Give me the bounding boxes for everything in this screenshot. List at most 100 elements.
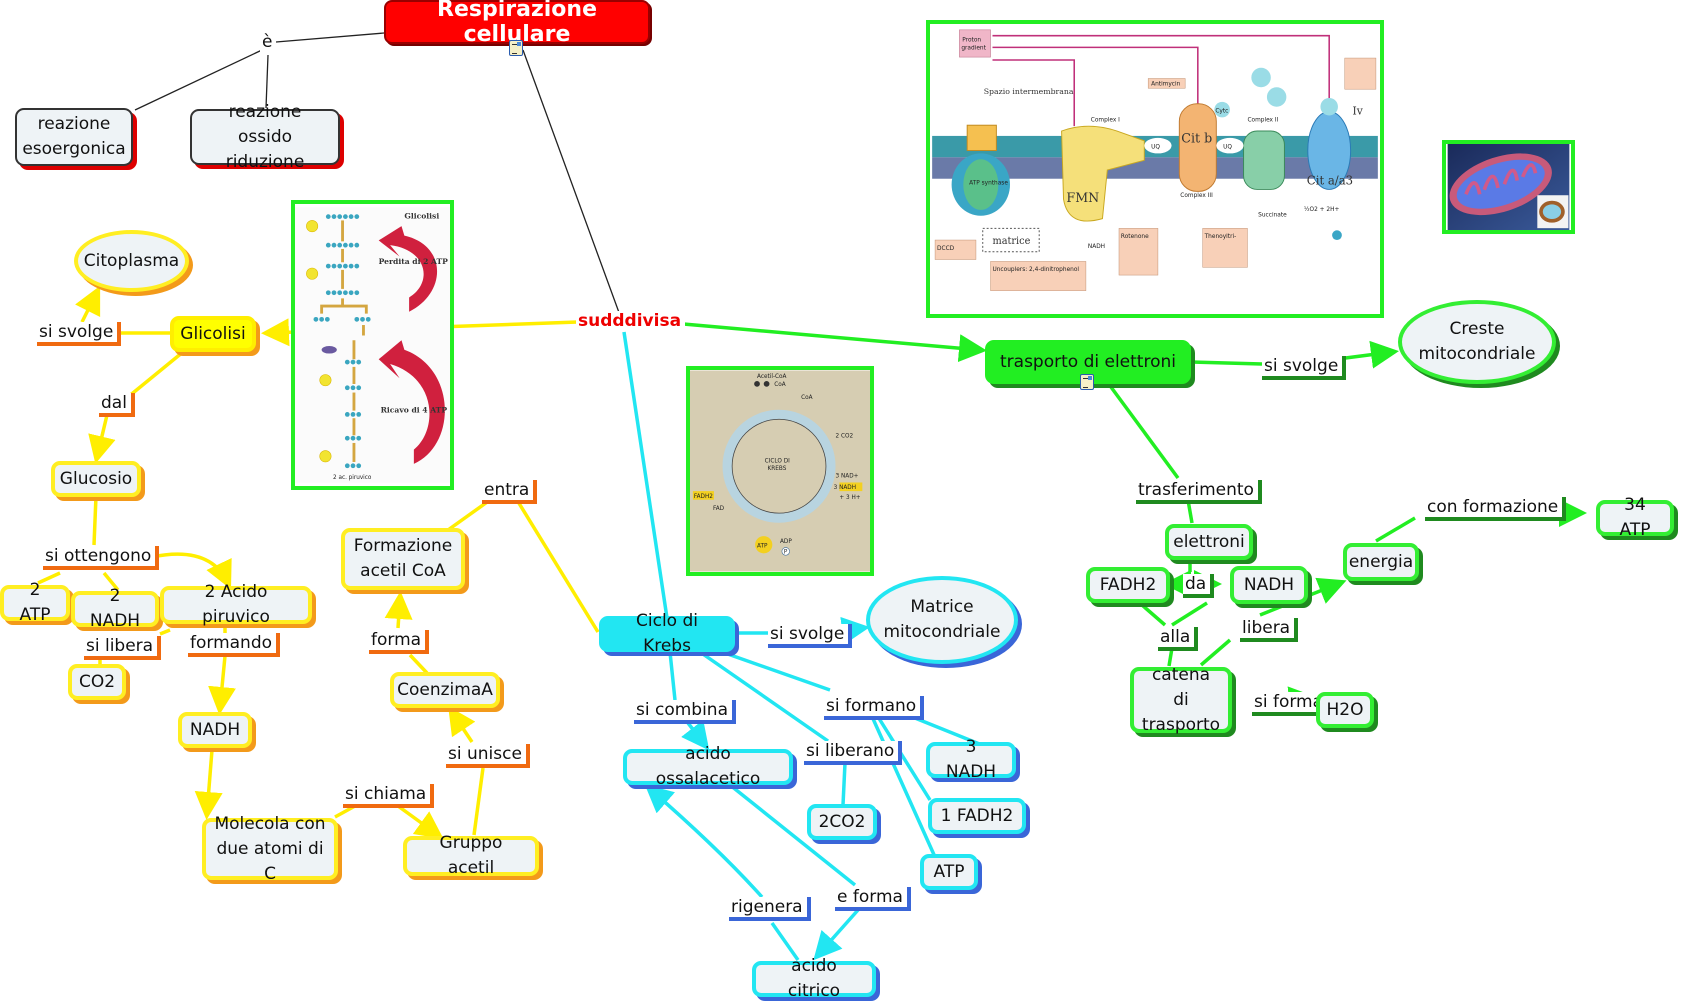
electron-chain-illustration: Proton gradient Spazio intermembrana Com… [932,24,1378,314]
uq-label-1: UQ [1151,145,1160,151]
link-siformano-atp [868,711,937,858]
gain-arrow-icon [378,340,445,464]
image-glicolisi-diagram[interactable]: Glicolisi Perdita di 2 ATP Ricavo di 4 A… [291,200,454,490]
krebs-image-coa2: CoA [801,395,813,401]
linking-phrase-trasferimento: trasferimento [1136,480,1262,504]
linking-phrase-si-combina: si combina [634,700,736,724]
concept-formazione-acetil-coa[interactable]: Formazione acetil CoA [341,528,465,590]
link-siliberano-co2 [841,762,847,806]
linking-phrase-si-chiama: si chiama [343,784,435,808]
link-root-e [275,32,385,43]
link-siunisce-coenzima [448,706,476,743]
matrice-textbox[interactable] [982,227,1040,253]
linking-phrase-si-unisce: si unisce [446,744,530,768]
concept-fadh2[interactable]: FADH2 [1086,567,1170,603]
complex1-shape [1061,125,1145,222]
concept-co2[interactable]: CO2 [68,664,126,700]
linking-phrase-si-liberano: si liberano [804,741,903,765]
thenoyl-box [1202,228,1248,268]
linking-phrase-dal: dal [99,393,135,417]
link-suddivisa-krebs [622,331,669,619]
concept-ciclo-di-krebs[interactable]: Ciclo di Krebs [599,611,735,656]
concept-matrice-mitocondriale[interactable]: Matrice mitocondriale [866,576,1018,664]
linking-phrase-e-forma: e forma [835,887,911,911]
iv-label: Iv [1353,105,1363,118]
proton-gradient-label: Proton [962,38,981,44]
concept-2-acido-piruvico[interactable]: 2 Acido piruvico [160,582,312,627]
krebs-image-atp: ATP [757,544,768,550]
concept-elettroni[interactable]: elettroni [1165,524,1253,560]
concept-nadh[interactable]: NADH [178,712,252,748]
glicolisi-image-title: Glicolisi [404,212,439,221]
concept-2-atp[interactable]: 2 ATP [0,580,70,625]
concept-acido-ossalacetico[interactable]: acido ossalacetico [623,744,793,789]
krebs-cycle-ring [722,409,836,523]
fmn-label: FMN [1066,190,1099,205]
linking-phrase-libera: libera [1240,618,1299,642]
link-eforma-citrico [813,908,860,961]
link-acetil-entra [446,498,492,532]
link-suddivisa-trasporto [671,321,987,363]
link-ottengono-piruvico [151,552,232,590]
concept-1-fadh2[interactable]: 1 FADH2 [928,798,1026,834]
krebs-image-co2: 2 CO2 [836,433,854,439]
concept-34-atp[interactable]: 34 ATP [1596,495,1674,540]
note-icon-trasporto[interactable] [1080,374,1094,390]
complex1-label: Complex I [1091,117,1120,123]
link-sisvolge-citoplasma [75,285,101,323]
complex2-label: Complex II [1247,117,1278,123]
matrice-label: matrice [992,236,1030,247]
krebs-image-nadh: 3 NADH [834,485,856,491]
concept-atp[interactable]: ATP [920,854,978,890]
linking-phrase-si-libera: si libera [84,636,162,660]
image-ciclo-krebs-diagram[interactable]: Acetil-CoA CoA CoA CICLO DI KREBS 2 CO2 … [686,366,874,576]
concept-nadh-trasporto[interactable]: NADH [1230,566,1308,604]
concept-catena-di-trasporto[interactable]: catena di trasporto [1130,665,1232,735]
krebs-image-h: + 3 H+ [839,495,860,501]
concept-creste-mitocondriale[interactable]: Creste mitocondriale [1398,300,1556,384]
krebs-image-center-1: CICLO DI [765,458,790,464]
concept-3-nadh[interactable]: 3 NADH [926,737,1016,782]
linking-phrase-e: è [260,32,277,52]
linking-phrase-con-formazione: con formazione [1425,497,1567,521]
nadh-ellipse-icon [321,345,337,354]
link-entra-krebs [515,499,600,633]
krebs-image-p: P [784,549,788,555]
concept-reazione-esoergonica[interactable]: reazione esoergonica [15,108,133,166]
link-trasporto-sisvolge [1190,360,1263,366]
image-catena-trasporto-diagram[interactable]: Proton gradient Spazio intermembrana Com… [926,20,1384,318]
link-glicolisi-dal [126,350,185,399]
link-rigenera-ossalacetico [644,784,764,899]
cytc-label: Cytc [1215,109,1228,115]
note-icon[interactable] [509,40,523,56]
image-mitocondrio[interactable] [1442,140,1575,234]
concept-citoplasma[interactable]: Citoplasma [74,230,189,292]
atp-star-icon [755,536,773,554]
root-concept-respirazione-cellulare[interactable]: Respirazione cellulare [384,0,650,47]
uq-label-2: UQ [1223,145,1232,151]
uncouplers-label: Uncouplers: 2,4-dinitrophenol [992,267,1079,273]
atp-star-icons [306,220,332,463]
link-trasporto-trasferimento [1106,381,1180,480]
concept-gruppo-acetil[interactable]: Gruppo acetil [403,833,539,878]
krebs-image-adp: ADP [780,539,792,545]
concept-glicolisi[interactable]: Glicolisi [170,316,256,352]
concept-acido-citrico[interactable]: acido citrico [752,956,876,1001]
concept-glucosio[interactable]: Glucosio [51,461,141,497]
nadh-image-label: NADH [1088,244,1105,250]
concept-2co2[interactable]: 2CO2 [807,804,877,840]
concept-h2o[interactable]: H2O [1316,692,1374,728]
concept-2-nadh[interactable]: 2 NADH [71,586,159,631]
proton-gradient-label-2: gradient [961,45,986,51]
link-nadh-molecola [194,749,223,820]
concept-reazione-ossido-riduzione[interactable]: reazione ossido riduzione [190,102,340,172]
krebs-image-center-2: KREBS [768,466,787,472]
concept-molecola-due-atomi[interactable]: Molecola con due atomi di C [202,814,338,884]
concept-energia[interactable]: energia [1343,543,1419,581]
linking-phrase-suddivisa: sudddivisa [576,311,686,331]
link-gruppo-siunisce [472,767,485,836]
concept-coenzima-a[interactable]: CoenzimaA [390,672,500,708]
glicolisi-illustration: Glicolisi Perdita di 2 ATP Ricavo di 4 A… [295,207,450,483]
linking-phrase-rigenera: rigenera [729,897,811,921]
rotenone-label: Rotenone [1121,234,1149,240]
